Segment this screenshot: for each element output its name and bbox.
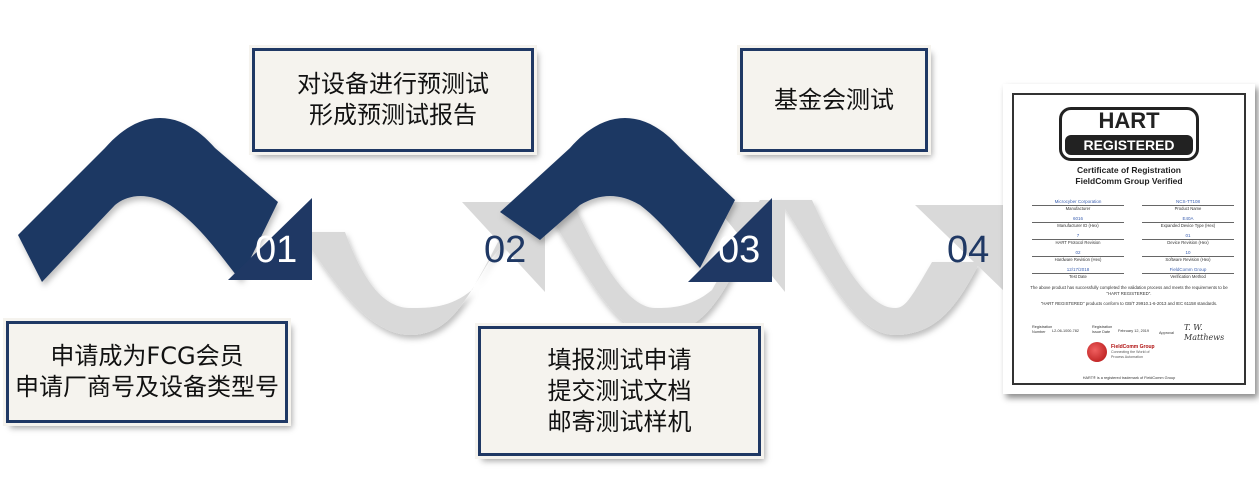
step-03-line-1: 填报测试申请 xyxy=(548,345,692,376)
certificate-field-label: Hardware Revision (Hex) xyxy=(1032,257,1124,262)
issue-date: February 12, 2019 xyxy=(1118,329,1149,334)
certificate-field-value: 01 xyxy=(1142,233,1234,240)
certificate-field-label: Test Date xyxy=(1032,274,1124,279)
certificate-field-label: Software Revision (Hex) xyxy=(1142,257,1234,262)
step-02-line-2: 形成预测试报告 xyxy=(309,100,477,131)
certificate-subtitle: FieldComm Group Verified xyxy=(1014,176,1244,186)
certificate-field-label: Expanded Device Type (Hex) xyxy=(1142,223,1234,228)
navy-band xyxy=(18,118,278,282)
step-number-03: 03 xyxy=(718,229,760,271)
gray-band xyxy=(300,200,980,335)
step-number-04: 04 xyxy=(947,229,989,271)
step-02-box: 对设备进行预测试 形成预测试报告 xyxy=(252,48,534,152)
certificate-field-value: NCS-TT108 xyxy=(1142,199,1234,206)
registration-number: L2-06-1000-782 xyxy=(1052,329,1079,334)
certificate-paragraph-1: The above product has successfully compl… xyxy=(1030,285,1228,297)
certificate-field-label: HART Protocol Revision xyxy=(1032,240,1124,245)
certificate-field-value: 6016 xyxy=(1032,216,1124,223)
certificate-field-value: 7 xyxy=(1032,233,1124,240)
step-01-line-1: 申请成为FCG会员 xyxy=(50,341,243,372)
step-02-line-1: 对设备进行预测试 xyxy=(297,69,489,100)
certificate-paragraph-2: "HART REGISTERED" products conform to GB… xyxy=(1030,301,1228,307)
step-01-line-2: 申请厂商号及设备类型号 xyxy=(15,372,279,403)
fieldcomm-tagline: Connecting the World of Process Automati… xyxy=(1111,350,1161,359)
logo-registered-text: REGISTERED xyxy=(1065,135,1193,155)
certificate-border: HART REGISTERED Certificate of Registrat… xyxy=(1012,93,1246,385)
approval-label: Approval xyxy=(1159,331,1174,336)
certificate-field-value: 10 xyxy=(1142,250,1234,257)
step-03-box: 填报测试申请 提交测试文档 邮寄测试样机 xyxy=(478,326,761,456)
logo-hart-text: HART xyxy=(1062,110,1196,132)
certificate-field-label: Manufacturer ID (Hex) xyxy=(1032,223,1124,228)
certificate-field-label: Manufacturer xyxy=(1032,206,1124,211)
step-03-line-2: 提交测试文档 xyxy=(548,376,692,407)
fieldcomm-logo-icon xyxy=(1087,342,1107,362)
hart-certificate: HART REGISTERED Certificate of Registrat… xyxy=(1003,84,1255,394)
certificate-field-value: 12/17/2018 xyxy=(1032,267,1124,274)
signature: T. W. Matthews xyxy=(1184,323,1244,343)
step-04-box: 基金会测试 xyxy=(740,48,928,152)
step-01-box: 申请成为FCG会员 申请厂商号及设备类型号 xyxy=(6,321,288,423)
certificate-field-label: Device Revision (Hex) xyxy=(1142,240,1234,245)
certificate-field-value: E40A xyxy=(1142,216,1234,223)
step-number-02: 02 xyxy=(484,229,526,271)
registration-number-label: Registration Number xyxy=(1032,325,1048,335)
certificate-field-value: FieldComm Group xyxy=(1142,267,1234,274)
certificate-title: Certificate of Registration xyxy=(1014,165,1244,175)
certificate-footer: HART® is a registered trademark of Field… xyxy=(1030,375,1228,381)
hart-registered-logo: HART REGISTERED xyxy=(1059,107,1199,161)
issue-date-label: Registration Issue Date xyxy=(1092,325,1114,335)
certificate-field-label: Verification Method xyxy=(1142,274,1234,279)
step-number-01: 01 xyxy=(255,229,297,271)
certificate-field-value: Microcyber Corporation xyxy=(1032,199,1124,206)
step-04-line-1: 基金会测试 xyxy=(774,85,894,116)
step-03-line-3: 邮寄测试样机 xyxy=(548,407,692,438)
certificate-field-value: 02 xyxy=(1032,250,1124,257)
certificate-field-label: Product Name xyxy=(1142,206,1234,211)
fieldcomm-logo-text: FieldComm Group Connecting the World of … xyxy=(1111,344,1161,359)
